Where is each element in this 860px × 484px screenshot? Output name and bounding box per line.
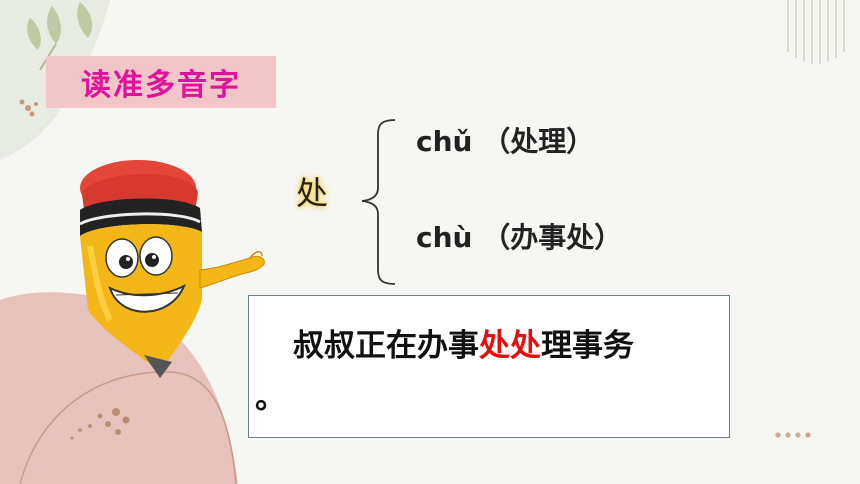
page-title: 读准多音字 — [46, 56, 276, 108]
reading-2-pinyin: chù — [416, 221, 473, 254]
pencil-mascot-icon — [79, 160, 265, 378]
reading-2: chù （办事处） — [416, 216, 622, 256]
sentence-end: 。 — [255, 380, 286, 416]
sentence-highlight: 处处 — [479, 328, 541, 364]
reading-1-example: （处理） — [482, 125, 595, 158]
sentence-suffix: 理事务 — [541, 328, 634, 364]
pagination-dots-icon — [775, 432, 811, 438]
reading-1: chǔ （处理） — [416, 120, 594, 160]
example-sentence: 叔叔正在办事处处理事务 — [293, 320, 634, 365]
polyphonic-character: 处 — [296, 174, 329, 212]
reading-1-pinyin: chǔ — [416, 125, 473, 158]
sentence-prefix: 叔叔正在办事 — [293, 328, 479, 364]
reading-2-example: （办事处） — [482, 221, 623, 254]
example-sentence-box: 叔叔正在办事处处理事务 。 — [248, 295, 730, 438]
